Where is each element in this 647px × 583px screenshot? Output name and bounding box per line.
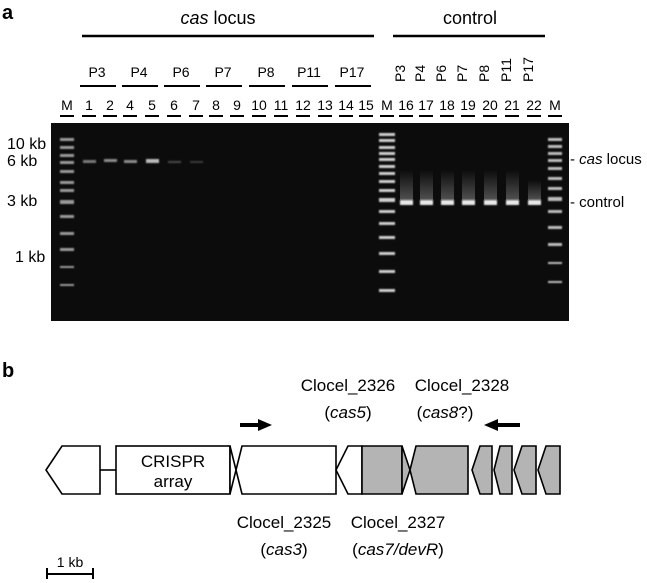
panel-a-label: a [2, 2, 14, 24]
gene-arrow-small [471, 445, 493, 495]
gene-map [45, 445, 561, 495]
size-label-6kb: 6 kb [7, 153, 37, 170]
lane-number: 20 [482, 97, 498, 113]
lane-number: 15 [358, 97, 374, 113]
cas-sample-label: P8 [257, 64, 274, 80]
marker-ladder-right [548, 138, 562, 283]
gene-arrow-cas3 [235, 445, 337, 495]
lane-number: 19 [460, 97, 476, 113]
marker-lane-label: M [381, 97, 393, 113]
cas-locus-header: cas locus [180, 8, 255, 28]
gene-arrow-cas8 [409, 445, 469, 495]
control-sample-label: P3 [392, 65, 408, 82]
lane-number: 2 [106, 97, 114, 113]
control-sample-label: P17 [520, 57, 536, 82]
primer-arrow-forward [240, 419, 272, 431]
cas-sample-label: P7 [214, 64, 231, 80]
control-sample-label: P11 [498, 58, 514, 82]
gene-arrow-small [513, 445, 537, 495]
control-bands [400, 170, 541, 205]
control-header: control [443, 8, 497, 28]
lane-number: 11 [274, 97, 289, 113]
crispr-label-array: array [154, 472, 193, 491]
lane-number: 22 [526, 97, 542, 113]
crispr-label: CRISPR [141, 452, 205, 471]
gene-arrow-cas7 [361, 445, 403, 495]
gene-annotation-cas3: (cas3) [260, 540, 307, 559]
cas-sample-label: P4 [130, 64, 147, 80]
marker-lane-label: M [61, 97, 73, 113]
gel-image [51, 123, 569, 321]
gene-annotation-cas7-devr: (cas7/devR) [352, 540, 444, 559]
lane-number: 9 [233, 97, 241, 113]
lane-number: 12 [295, 97, 311, 113]
cas-sample-label: P17 [340, 64, 365, 80]
lane-number: 21 [504, 97, 520, 113]
control-sample-label: P4 [412, 65, 428, 82]
gene-label-clocel-2325: Clocel_2325 [237, 513, 332, 532]
gene-label-clocel-2328: Clocel_2328 [415, 376, 510, 395]
upstream-gene-arrow [45, 445, 101, 495]
control-sample-label: P7 [454, 65, 470, 82]
marker-lane-label: M [549, 97, 561, 113]
marker-ladder-left [60, 138, 74, 286]
size-label-3kb: 3 kb [7, 193, 37, 210]
gene-arrow-small [493, 445, 513, 495]
lane-number: 17 [418, 97, 434, 113]
scale-bar [46, 568, 94, 579]
cas-sample-label: P3 [88, 64, 105, 80]
cas-sample-label: P11 [297, 64, 321, 80]
cas-locus-band-label: - cas locus [570, 151, 642, 168]
control-sample-label: P6 [433, 65, 449, 82]
cas-locus-bands [83, 159, 203, 163]
crispr-array-box [115, 445, 231, 495]
panel-b-label: b [2, 360, 14, 382]
lane-number: 1 [85, 97, 93, 113]
lane-number: 5 [148, 97, 156, 113]
gene-arrow-cas5 [335, 445, 363, 495]
lane-number: 6 [170, 97, 178, 113]
marker-ladder-middle [379, 133, 395, 292]
cas-sample-label: P6 [172, 64, 189, 80]
primer-arrow-reverse [484, 419, 520, 431]
control-band-label: - control [570, 194, 624, 211]
gene-arrow-small [537, 445, 561, 495]
lane-number: 16 [398, 97, 414, 113]
lane-number: 8 [212, 97, 220, 113]
lane-number: 7 [192, 97, 200, 113]
size-label-10kb: 10 kb [7, 136, 46, 153]
lane-number: 10 [251, 97, 267, 113]
control-sample-label: P8 [476, 65, 492, 82]
lane-number: 18 [439, 97, 455, 113]
lane-number: 14 [338, 97, 354, 113]
lane-number: 13 [317, 97, 333, 113]
scale-bar-label: 1 kb [57, 554, 84, 570]
size-label-1kb: 1 kb [15, 249, 45, 266]
gene-annotation-cas5: (cas5) [324, 403, 371, 422]
gene-label-clocel-2326: Clocel_2326 [301, 376, 396, 395]
gene-label-clocel-2327: Clocel_2327 [351, 513, 446, 532]
gene-annotation-cas8: (cas8?) [417, 403, 474, 422]
lane-number: 4 [126, 97, 134, 113]
